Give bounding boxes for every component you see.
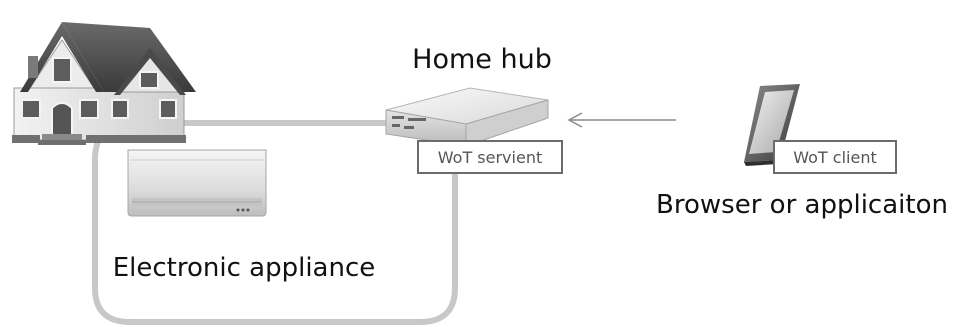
air-conditioner-icon	[127, 149, 267, 217]
wot-client-label: WoT client	[793, 148, 876, 167]
request-arrow	[567, 112, 676, 128]
house-icon	[12, 22, 196, 145]
electronic-appliance-label: Electronic appliance	[113, 253, 376, 283]
wot-servient-label: WoT servient	[438, 148, 542, 167]
home-hub-device-icon	[385, 87, 549, 147]
home-hub-label: Home hub	[412, 44, 552, 75]
browser-or-application-label: Browser or applicaiton	[656, 190, 948, 220]
mobile-device-icon	[744, 84, 800, 166]
wot-servient-box: WoT servient	[417, 140, 563, 174]
wot-client-box: WoT client	[773, 140, 897, 174]
